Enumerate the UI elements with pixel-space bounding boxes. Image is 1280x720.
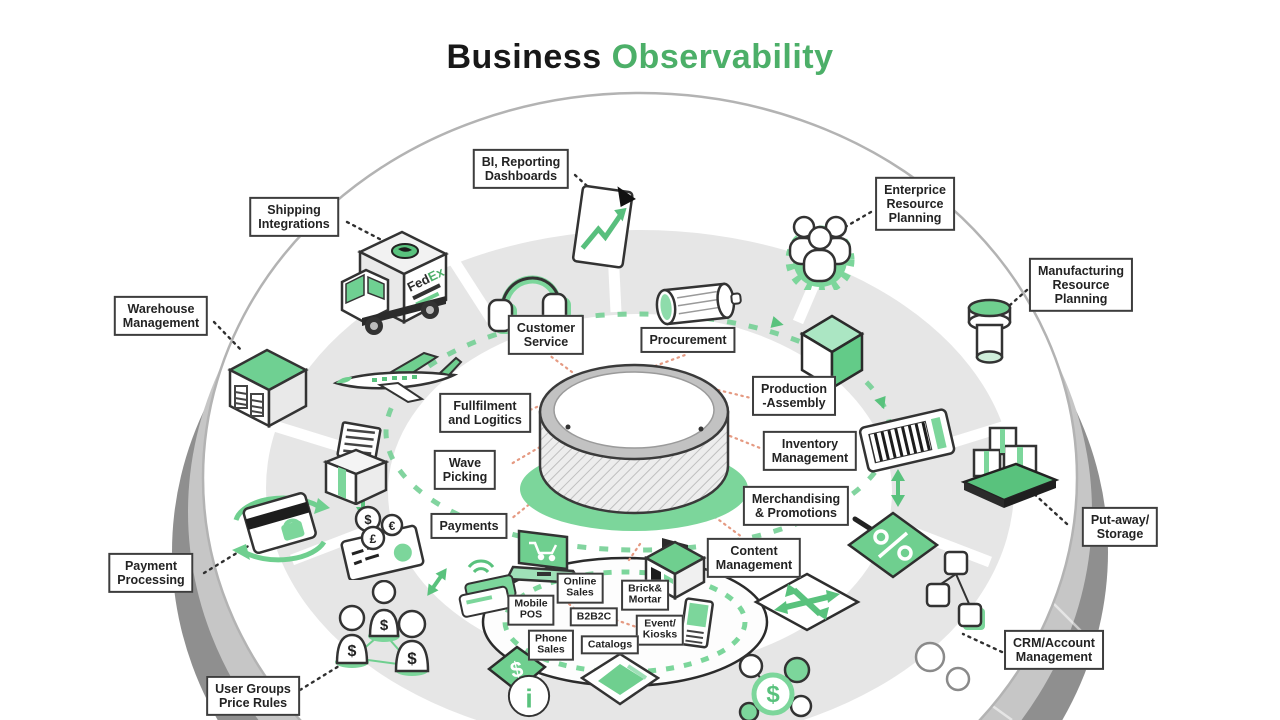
svg-text:$: $ <box>508 656 526 683</box>
decorative-circles <box>914 641 971 692</box>
label-inventory-management: Inventory Management <box>762 430 858 472</box>
erp-people-gear-icon <box>772 205 867 295</box>
label-enterprise-resource-planning: Enterprice Resource Planning <box>875 176 955 232</box>
label-crm-account-management: CRM/Account Management <box>1004 629 1104 671</box>
putaway-pallet-icon <box>960 418 1060 518</box>
label-catalogs: Catalogs <box>580 635 640 655</box>
label-phone-sales: Phone Sales <box>527 629 575 661</box>
label-event-kiosks: Event/ Kiosks <box>635 614 685 646</box>
payment-card-lock-icon <box>222 462 340 585</box>
payments-money-icon: $ € £ <box>338 505 443 585</box>
label-content-management: Content Management <box>706 537 802 579</box>
merchandising-flow-diamond-icon <box>752 570 862 640</box>
merchandising-percent-tag-icon <box>843 505 943 588</box>
svg-text:£: £ <box>370 532 377 546</box>
label-mobile-pos: Mobile POS <box>507 594 555 626</box>
label-manufacturing-resource-planning: Manufacturing Resource Planning <box>1028 257 1134 313</box>
label-user-groups-price-rules: User Groups Price Rules <box>206 675 300 717</box>
label-b2b2c: B2B2C <box>569 607 619 627</box>
wave-picking-box-icon <box>318 420 393 510</box>
svg-text:$: $ <box>766 681 780 708</box>
label-brick-mortar: Brick& Mortar <box>621 579 669 611</box>
title-business: Business <box>446 38 602 76</box>
warehouse-building-icon <box>222 340 312 435</box>
airplane-icon <box>328 345 463 415</box>
mobile-pos-cards-icon <box>452 558 527 625</box>
info-person-circle-icon: i <box>498 672 560 720</box>
label-merchandising-promotions: Merchandising & Promotions <box>742 485 850 527</box>
svg-text:$: $ <box>348 643 357 660</box>
svg-text:$: $ <box>364 512 372 527</box>
svg-text:$: $ <box>380 617 389 634</box>
label-warehouse-management: Warehouse Management <box>113 295 209 337</box>
catalogs-tile-icon <box>579 652 661 712</box>
data-core-cylinder <box>520 363 748 531</box>
label-payments: Payments <box>430 512 508 540</box>
svg-text:i: i <box>525 684 532 714</box>
event-kiosk-icon <box>678 595 718 662</box>
inventory-barcode-icon <box>855 405 960 480</box>
production-cube-icon <box>792 308 870 398</box>
label-online-sales: Online Sales <box>556 572 604 604</box>
label-wave-picking: Wave Picking <box>433 449 497 491</box>
mrp-funnel-icon <box>962 295 1017 375</box>
fedex-truck-icon: FedEx <box>332 222 460 345</box>
money-network-icon: $ <box>735 648 820 720</box>
label-production-assembly: Production -Assembly <box>752 375 836 417</box>
label-shipping-integrations: Shipping Integrations <box>249 196 339 238</box>
label-customer-service: Customer Service <box>507 314 585 356</box>
procurement-drum-icon <box>648 280 743 335</box>
bi-report-document-icon <box>570 175 640 280</box>
label-procurement: Procurement <box>640 326 736 354</box>
label-fulfillment-logistics: Fullfilment and Logitics <box>439 392 531 434</box>
label-putaway-storage: Put-away/ Storage <box>1081 506 1159 548</box>
title-observability: Observability <box>611 38 834 76</box>
sales-channel-ring-inner <box>502 569 748 675</box>
label-bi-reporting-dashboards: BI, Reporting Dashboards <box>472 148 570 190</box>
user-groups-people-icon: $ $ $ <box>328 579 433 685</box>
crm-org-chart-icon <box>925 548 987 641</box>
svg-text:€: € <box>389 519 396 533</box>
page-title: Business Observability <box>446 38 833 77</box>
svg-text:$: $ <box>407 649 417 668</box>
label-payment-processing: Payment Processing <box>108 552 194 594</box>
